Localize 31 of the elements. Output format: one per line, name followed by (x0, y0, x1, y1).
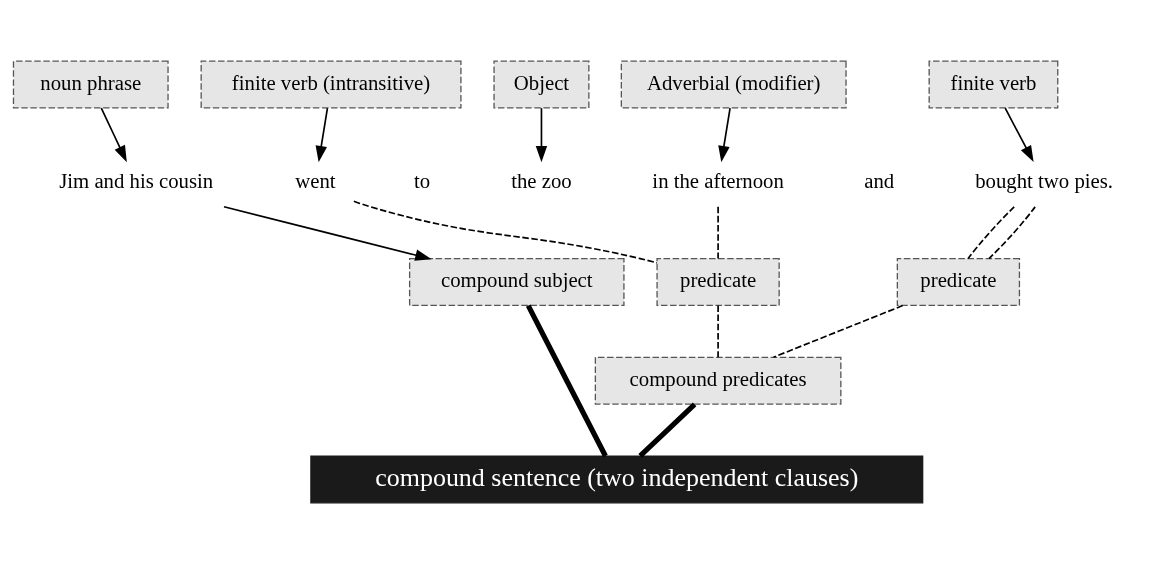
node-text: went (295, 168, 336, 192)
arrow (1004, 106, 1034, 162)
node-box: compound subject (408, 257, 625, 306)
node-box: compound sentence (two independent clauses) (310, 454, 924, 503)
node-box: predicate (896, 257, 1021, 306)
connector (638, 401, 697, 458)
connector (772, 304, 904, 358)
node-box: Object (493, 60, 590, 109)
arrow (535, 106, 548, 162)
connector (353, 199, 658, 264)
connector (525, 303, 608, 457)
connector (717, 205, 719, 259)
connector (988, 205, 1036, 259)
connector (967, 205, 1016, 259)
label: to (413, 168, 431, 192)
arrow (223, 205, 432, 261)
node-box: compound predicates (594, 356, 842, 405)
node-box: finite verb (intransitive) (200, 60, 462, 109)
node-text: in the afternoon (652, 168, 784, 192)
label: and (864, 168, 895, 192)
node-box: noun phrase (12, 60, 169, 109)
node-text: the zoo (511, 168, 572, 192)
arrow (315, 106, 329, 162)
node-box: finite verb (928, 60, 1059, 109)
arrow (718, 106, 731, 162)
node-box: Adverbial (modifier) (620, 60, 847, 109)
node-text: Jim and his cousin (59, 168, 214, 192)
arrow (100, 106, 127, 162)
node-box: predicate (656, 257, 780, 306)
connector (717, 304, 719, 358)
node-text: bought two pies. (975, 168, 1114, 192)
